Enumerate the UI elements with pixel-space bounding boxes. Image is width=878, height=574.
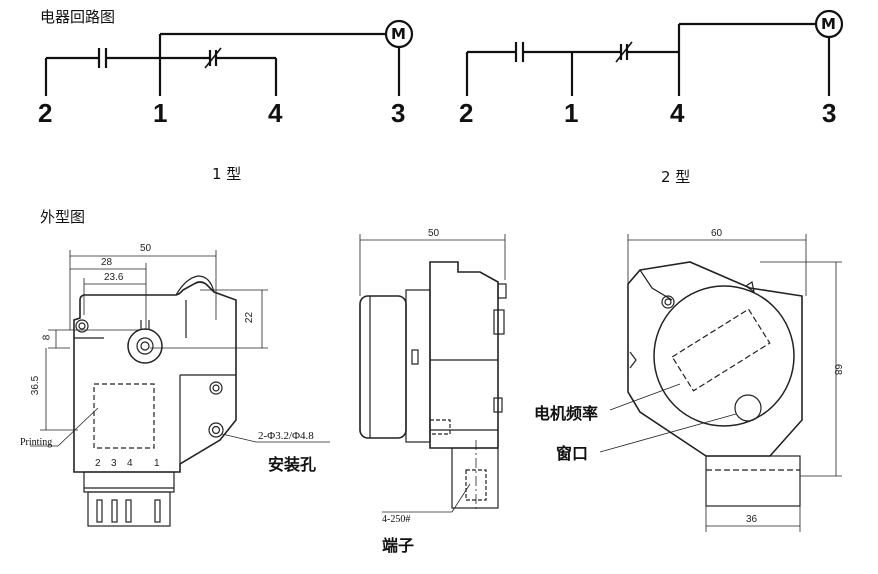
- side-dimensions: [359, 234, 506, 296]
- circuit-type2: [465, 9, 844, 96]
- front-shaft-mid: [136, 337, 154, 355]
- side-view: [359, 234, 507, 513]
- motor-freq-label: 电机频率: [534, 404, 599, 423]
- type2-pin-d: 3: [822, 98, 837, 128]
- front-dim-22: 22: [244, 311, 256, 324]
- motor-label-type2: M: [821, 15, 836, 33]
- front-top-bump: [175, 275, 215, 296]
- front-pin-num-d: 1: [154, 458, 160, 469]
- window-leader: [599, 413, 737, 453]
- front-terminals: [96, 499, 161, 523]
- front-pin-num-c: 4: [127, 458, 133, 469]
- front-pin-num-a: 2: [95, 458, 101, 469]
- back-hole-top: [661, 295, 675, 309]
- side-terminal: [451, 447, 499, 509]
- front-dim-365: 36.5: [30, 375, 42, 396]
- front-mount-hole-lower: [208, 422, 224, 438]
- printing-leader: [57, 407, 99, 447]
- back-dimensions: [627, 234, 842, 532]
- printing-label: Printing: [20, 437, 53, 448]
- back-small-tab: [744, 281, 755, 294]
- front-shaft-outer: [127, 328, 163, 364]
- back-window: [734, 394, 762, 422]
- type1-pin-b: 1: [153, 98, 168, 128]
- side-dashed-box: [429, 419, 451, 435]
- type2-pin-b: 1: [564, 98, 579, 128]
- switch-diagonal: [204, 47, 222, 69]
- side-tab-mid: [493, 309, 505, 335]
- front-hole-left-inner: [78, 322, 86, 330]
- back-side-notch: [629, 351, 637, 369]
- circuit-title: 电器回路图: [40, 8, 116, 26]
- terminal-label: 端子: [382, 536, 415, 555]
- side-dim-width: 50: [428, 228, 440, 239]
- side-small-tab: [411, 349, 419, 365]
- terminal-spec: 4-250#: [382, 514, 411, 525]
- side-flange: [405, 289, 431, 443]
- side-tab-top: [497, 283, 507, 299]
- front-mount-hole-upper: [209, 381, 223, 395]
- circuit-type1: [44, 19, 414, 96]
- type2-pin-c: 4: [670, 98, 685, 128]
- back-hole-top-inner: [664, 298, 672, 306]
- front-terminal-housing: [87, 491, 171, 527]
- front-mount-hole-upper-inner: [212, 384, 220, 392]
- front-pin-num-b: 3: [111, 458, 117, 469]
- back-dim-height: 68: [832, 363, 844, 376]
- freq-leader: [609, 383, 681, 411]
- type1-pin-c: 4: [268, 98, 283, 128]
- back-lower-box: [705, 455, 801, 507]
- type2-label: 2 型: [661, 168, 691, 186]
- back-dim-bottom: 36: [746, 514, 758, 525]
- front-dim-236: 23.6: [104, 272, 124, 283]
- front-printing-area: [93, 383, 155, 449]
- front-mount-hole-lower-inner: [211, 425, 221, 435]
- type1-pin-a: 2: [38, 98, 53, 128]
- front-dim-8: 8: [41, 334, 53, 341]
- side-motor-cap: [359, 295, 407, 439]
- side-tab-low: [493, 397, 503, 413]
- front-dim-width: 50: [140, 243, 152, 254]
- front-view: [30, 250, 330, 527]
- window-label: 窗口: [556, 444, 589, 463]
- front-terminal-block: [83, 471, 175, 493]
- front-dim-28: 28: [101, 257, 113, 268]
- type1-label: 1 型: [212, 165, 242, 183]
- back-rotor-disk: [653, 285, 795, 427]
- side-body: [429, 261, 499, 449]
- front-body: [73, 281, 237, 473]
- hole-leader: [221, 433, 257, 443]
- type1-pin-d: 3: [391, 98, 406, 128]
- back-dim-width: 60: [711, 228, 723, 239]
- hole-spec: 2-Φ3.2/Φ4.8: [258, 430, 314, 442]
- back-view: [599, 234, 842, 532]
- motor-label-type1: M: [391, 25, 406, 43]
- type2-pin-a: 2: [459, 98, 474, 128]
- mount-hole-label: 安装孔: [268, 455, 317, 474]
- back-freq-dashed: [671, 308, 771, 392]
- terminal-leader: [451, 483, 471, 513]
- front-dimensions: [40, 250, 268, 431]
- front-shaft-inner: [140, 341, 150, 351]
- front-hole-left-outer: [75, 319, 89, 333]
- switch2-diagonal: [615, 41, 633, 63]
- outline-title: 外型图: [40, 208, 86, 226]
